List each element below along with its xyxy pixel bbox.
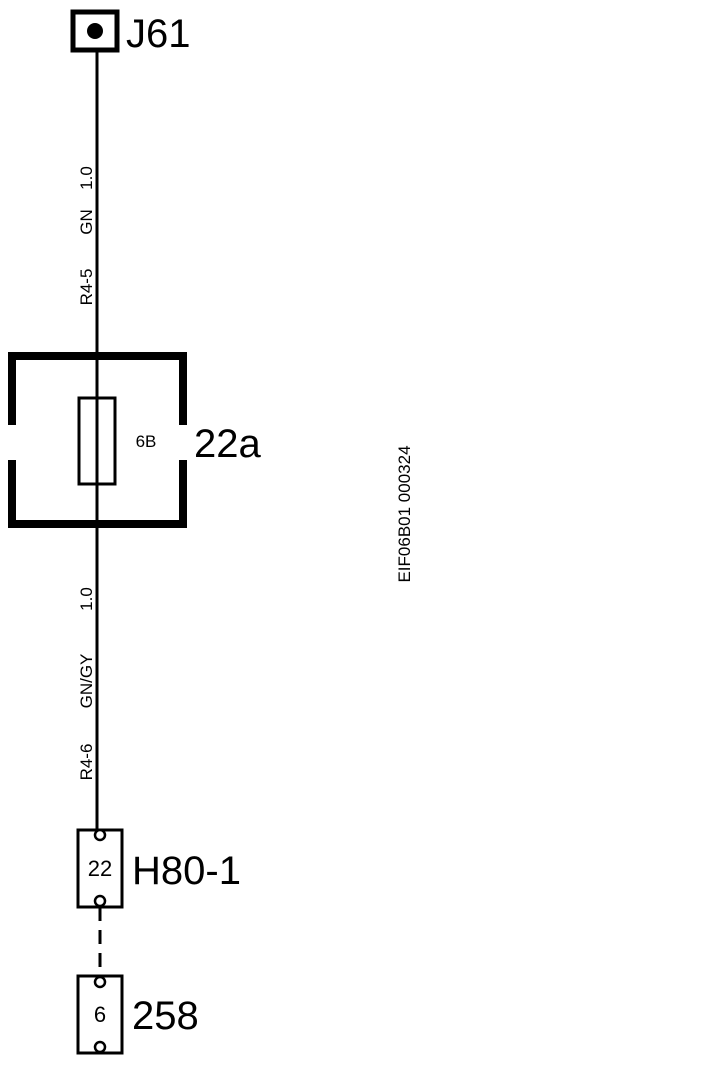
wire-lower-labels: 1.0 GN/GY R4-6 (77, 587, 96, 780)
connector-258-label: 258 (132, 994, 199, 1038)
connector-h80-1-label: H80-1 (132, 849, 241, 893)
fuse-rating: 6B (136, 432, 157, 451)
connector-258: 6 258 (76, 974, 199, 1055)
wire-lower-color: GN/GY (77, 654, 96, 709)
fuse-box-label: 22a (194, 422, 261, 466)
wire-lower-ref: R4-6 (77, 744, 96, 781)
connector-258-pin-number: 6 (94, 1002, 106, 1027)
connector-j61-box (70, 9, 120, 53)
connector-258-box (76, 974, 124, 1055)
connector-h80-1: 22 H80-1 (76, 828, 241, 909)
connector-h80-1-pin-number: 22 (88, 856, 112, 881)
wire-upper-labels: 1.0 GN R4-5 (77, 166, 96, 305)
fuse-box-frame-bottom (8, 460, 187, 528)
wire-upper-size: 1.0 (77, 166, 96, 190)
connector-258-pin-top (93, 975, 107, 989)
connector-j61-pin (87, 23, 103, 39)
figure-id: EIF06B01 000324 (395, 445, 414, 582)
connector-h80-1-pin-top (93, 828, 107, 842)
wire-upper-ref: R4-5 (77, 269, 96, 306)
fuse-box-22a: 6B 22a (8, 352, 261, 528)
fuse-box-frame-top (8, 352, 187, 425)
connector-j61: J61 (70, 9, 191, 56)
connector-258-pin-bottom (93, 1040, 107, 1054)
connector-h80-1-pin-bottom (93, 894, 107, 908)
connector-j61-label: J61 (126, 12, 191, 56)
wire-lower-size: 1.0 (77, 587, 96, 611)
wire-upper-color: GN (77, 209, 96, 235)
